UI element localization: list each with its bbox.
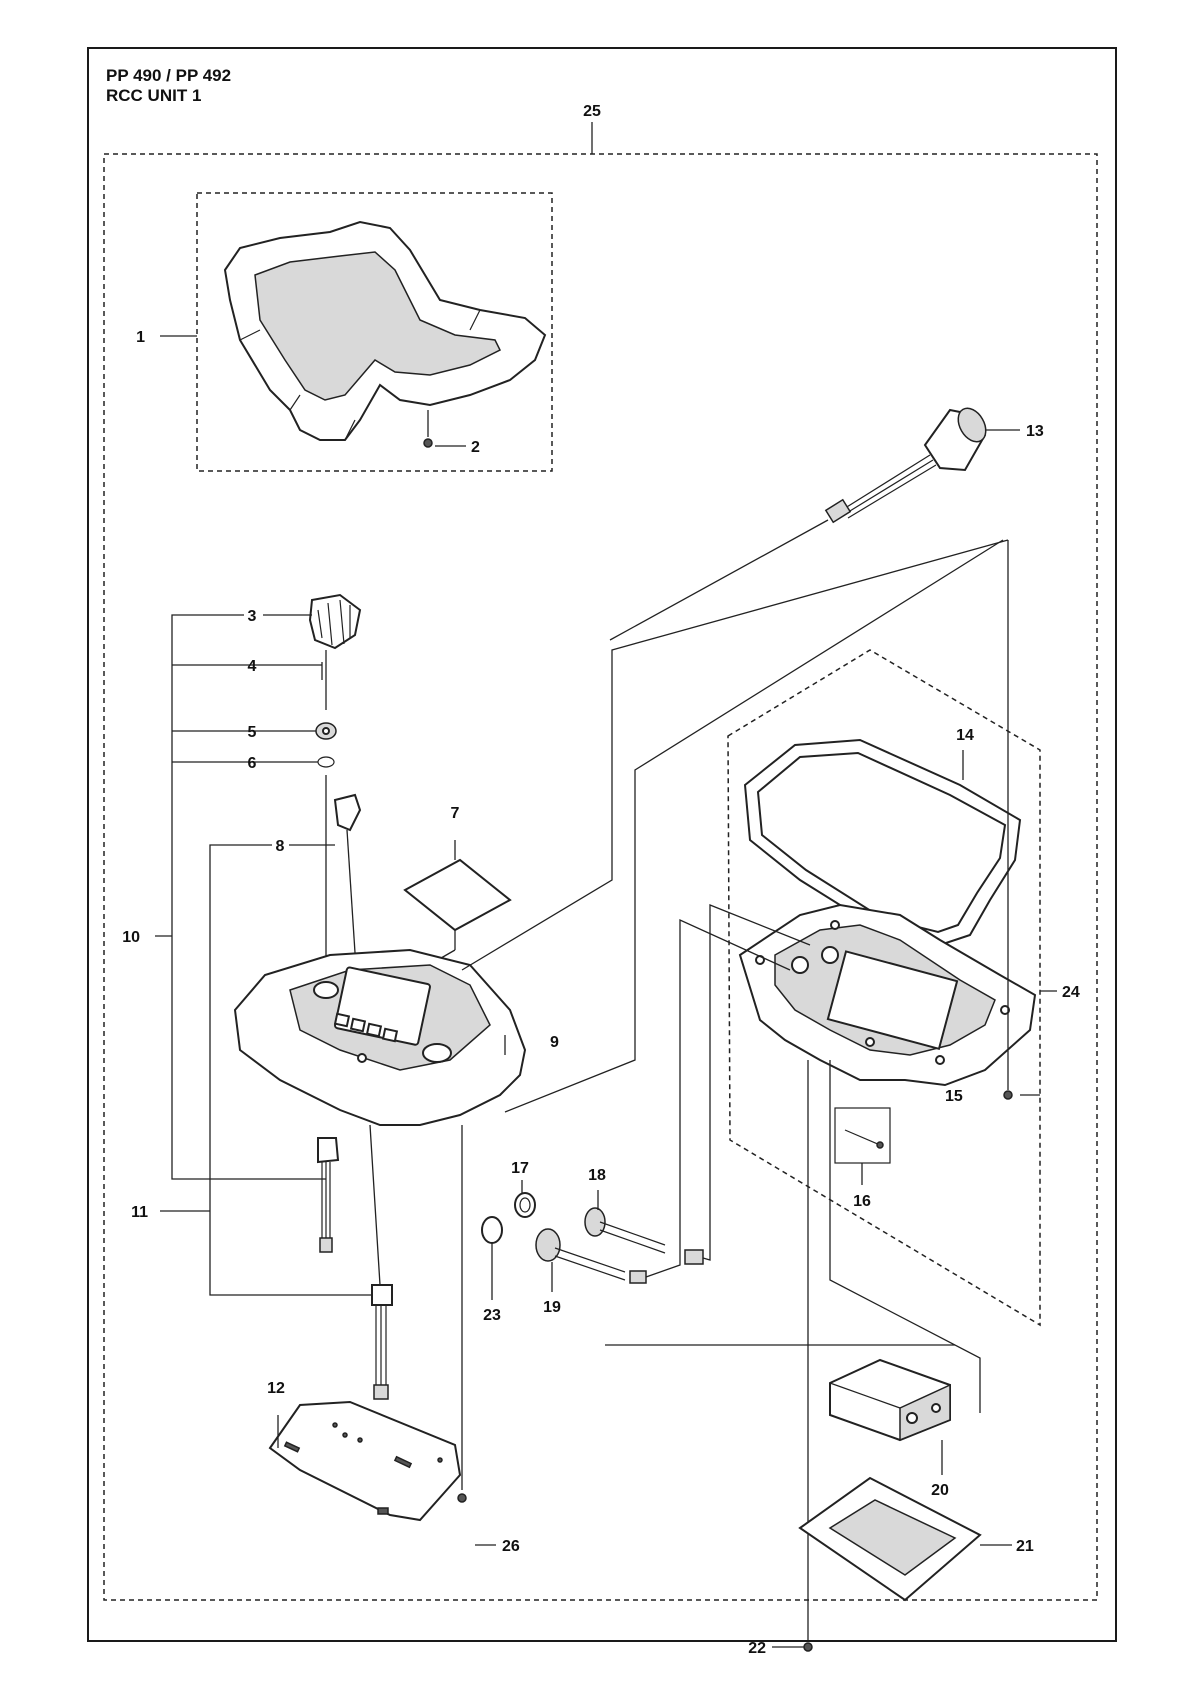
harness-10 (317, 1137, 340, 1253)
callout-23: 23 (483, 1307, 501, 1324)
part-23-ring (481, 1216, 503, 1300)
callout-3: 3 (248, 608, 257, 625)
part-3-knob (308, 593, 362, 650)
callout-2: 2 (471, 439, 480, 456)
callout-17: 17 (511, 1160, 529, 1177)
drawing-frame (87, 47, 1117, 1642)
callout-19: 19 (543, 1299, 561, 1316)
callout-7: 7 (451, 805, 460, 822)
part-1-boundary (196, 192, 553, 472)
callout-18: 18 (588, 1167, 606, 1184)
part-26-screw (457, 1125, 467, 1503)
assembly-title: RCC UNIT 1 (106, 86, 202, 105)
part-2-screw (423, 410, 433, 448)
callout-22: 22 (748, 1640, 766, 1657)
callout-1: 1 (136, 329, 145, 346)
callout-24: 24 (1062, 984, 1080, 1001)
assembly-25-boundary (103, 153, 1098, 1601)
callout-9: 9 (550, 1034, 559, 1051)
part-21-plate (798, 1476, 982, 1602)
part-13-cable-harness (609, 407, 987, 641)
callout-8: 8 (276, 838, 285, 855)
model-title: PP 490 / PP 492 (106, 66, 232, 85)
callout-25: 25 (583, 103, 601, 120)
part-17-ring (514, 1180, 536, 1218)
part-9-control-panel (233, 948, 527, 1126)
callout-11: 11 (131, 1204, 148, 1221)
part-14-seal (743, 738, 1022, 947)
callout-14: 14 (956, 727, 974, 744)
callout-16: 16 (853, 1193, 871, 1210)
part-15-screw (1003, 540, 1013, 1100)
callout-4: 4 (248, 658, 257, 675)
part-18-gland (584, 1190, 704, 1265)
part-24-boundary (727, 649, 1041, 1327)
callout-15: 15 (945, 1088, 963, 1105)
callout-6: 6 (248, 755, 257, 772)
part-20-module (829, 1358, 951, 1442)
part-12-circuit-board (268, 1400, 462, 1522)
callout-10: 10 (122, 929, 140, 946)
callout-13: 13 (1026, 423, 1044, 440)
part-24-housing (738, 903, 1037, 1087)
callout-5: 5 (248, 724, 257, 741)
part-19-gland (535, 1228, 647, 1292)
part-16-insert (834, 1107, 891, 1185)
part-6-oring (317, 756, 335, 768)
callout-12: 12 (267, 1380, 285, 1397)
callout-21: 21 (1016, 1538, 1034, 1555)
callout-20: 20 (931, 1482, 949, 1499)
part-5-bushing (315, 722, 337, 740)
part-22-screw (803, 1642, 813, 1652)
part-11-harness (369, 1124, 393, 1400)
part-1-frame-cover (223, 220, 547, 441)
callout-26: 26 (502, 1538, 520, 1555)
